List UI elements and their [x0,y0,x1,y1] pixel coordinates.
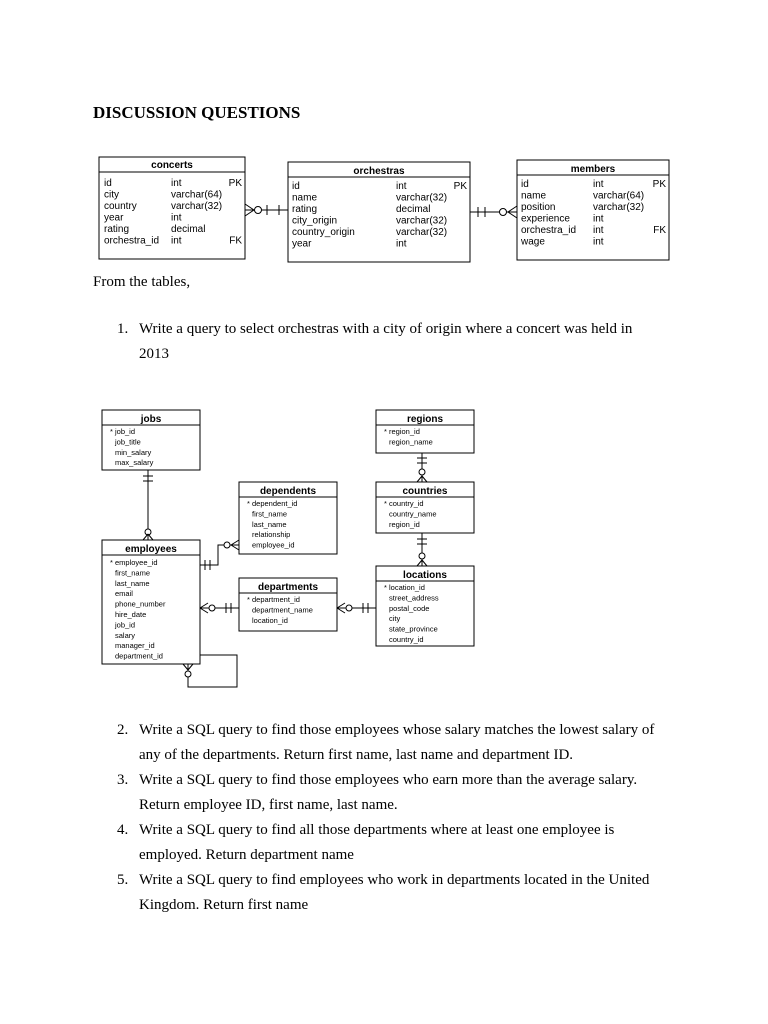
column-type: decimal [396,204,430,215]
field-name: hire_date [115,610,146,619]
field-name: manager_id [115,641,155,650]
column-name: position [521,202,555,213]
question-text: Write a SQL query to find employees who … [139,872,650,913]
er-diagram-orchestras: concerts orchestras members id int PK city v… [98,156,670,263]
column-type: int [396,239,407,250]
column-name: name [292,193,317,204]
question-number: 4. [117,822,129,838]
column-type: int [593,214,604,225]
question-number: 1. [117,321,129,337]
column-type: int [593,179,604,190]
column-name: country [104,201,137,212]
field-name: country_name [389,509,437,518]
field-name: state_province [389,625,438,634]
page-title: DISCUSSION QUESTIONS [93,103,301,122]
field-name: min_salary [115,448,152,457]
field-name: street_address [389,593,439,602]
table-name-locations: locations [403,570,447,581]
column-name: id [521,179,529,190]
column-type: varchar(32) [171,201,222,212]
field-name: first_name [115,568,150,577]
field-name: * employee_id [110,558,158,567]
field-name: job_title [114,437,141,446]
column-type: int [171,178,182,189]
column-type: varchar(32) [396,216,447,227]
column-name: wage [520,237,545,248]
column-type: varchar(32) [396,193,447,204]
field-name: phone_number [115,600,166,609]
column-name: name [521,191,546,202]
field-name: * job_id [110,427,135,436]
column-type: int [593,225,604,236]
field-name: city [389,614,401,623]
table-name-members: members [571,164,616,175]
column-name: orchestra_id [521,225,576,236]
field-name: department_name [252,605,313,614]
field-name: region_id [389,520,420,529]
field-name: postal_code [389,604,429,613]
field-name: * dependent_id [247,499,297,508]
table-name-countries: countries [402,486,447,497]
column-type: varchar(64) [171,190,222,201]
column-name: city_origin [292,216,337,227]
column-name: id [292,181,300,192]
column-name: orchestra_id [104,236,159,247]
column-name: year [292,239,312,250]
column-key: FK [653,225,666,236]
column-key: FK [229,236,242,247]
field-name: region_name [389,437,433,446]
field-name: * region_id [384,427,420,436]
table-name-jobs: jobs [140,414,162,425]
field-name: department_id [115,652,163,661]
field-name: last_name [252,520,287,529]
question-number: 3. [117,772,129,788]
column-name: id [104,178,112,189]
table-name-dependents: dependents [260,486,317,497]
column-name: city [104,190,119,201]
table-name-concerts: concerts [151,160,193,171]
column-type: int [171,213,182,224]
column-key: PK [229,178,243,189]
column-type: varchar(32) [396,227,447,238]
field-name: max_salary [115,458,154,467]
column-type: int [396,181,407,192]
column-name: rating [104,224,129,235]
field-name: employee_id [252,541,295,550]
table-name-departments: departments [258,582,318,593]
column-type: int [171,236,182,247]
field-name: job_id [114,620,135,629]
table-name-regions: regions [407,414,444,425]
er-diagram-hr: jobs employees dependents departments re… [101,409,475,688]
field-name: location_id [252,616,288,625]
field-name: email [115,589,133,598]
column-type: int [593,237,604,248]
question-text: Write a SQL query to find those employee… [139,722,655,763]
column-name: country_origin [292,227,355,238]
table-name-orchestras: orchestras [353,166,405,177]
column-key: PK [454,181,468,192]
field-name: * department_id [247,595,300,604]
question-number: 2. [117,722,129,738]
field-name: * country_id [384,499,424,508]
field-name: last_name [115,579,150,588]
question-number: 5. [117,872,129,888]
field-name: relationship [252,530,290,539]
column-type: decimal [171,224,205,235]
field-name: first_name [252,509,287,518]
question-text: Write a SQL query to find those employee… [139,772,638,813]
field-name: * location_id [384,583,425,592]
table-name-employees: employees [125,544,177,555]
question-text: Write a SQL query to find all those depa… [139,822,615,863]
field-name: country_id [389,635,424,644]
column-name: rating [292,204,317,215]
intro-text: From the tables, [93,274,191,290]
column-type: varchar(64) [593,191,644,202]
column-type: varchar(32) [593,202,644,213]
field-name: salary [115,631,135,640]
column-name: experience [521,214,570,225]
column-name: year [104,213,124,224]
question-text: Write a query to select orchestras with … [139,321,633,362]
column-key: PK [653,179,667,190]
